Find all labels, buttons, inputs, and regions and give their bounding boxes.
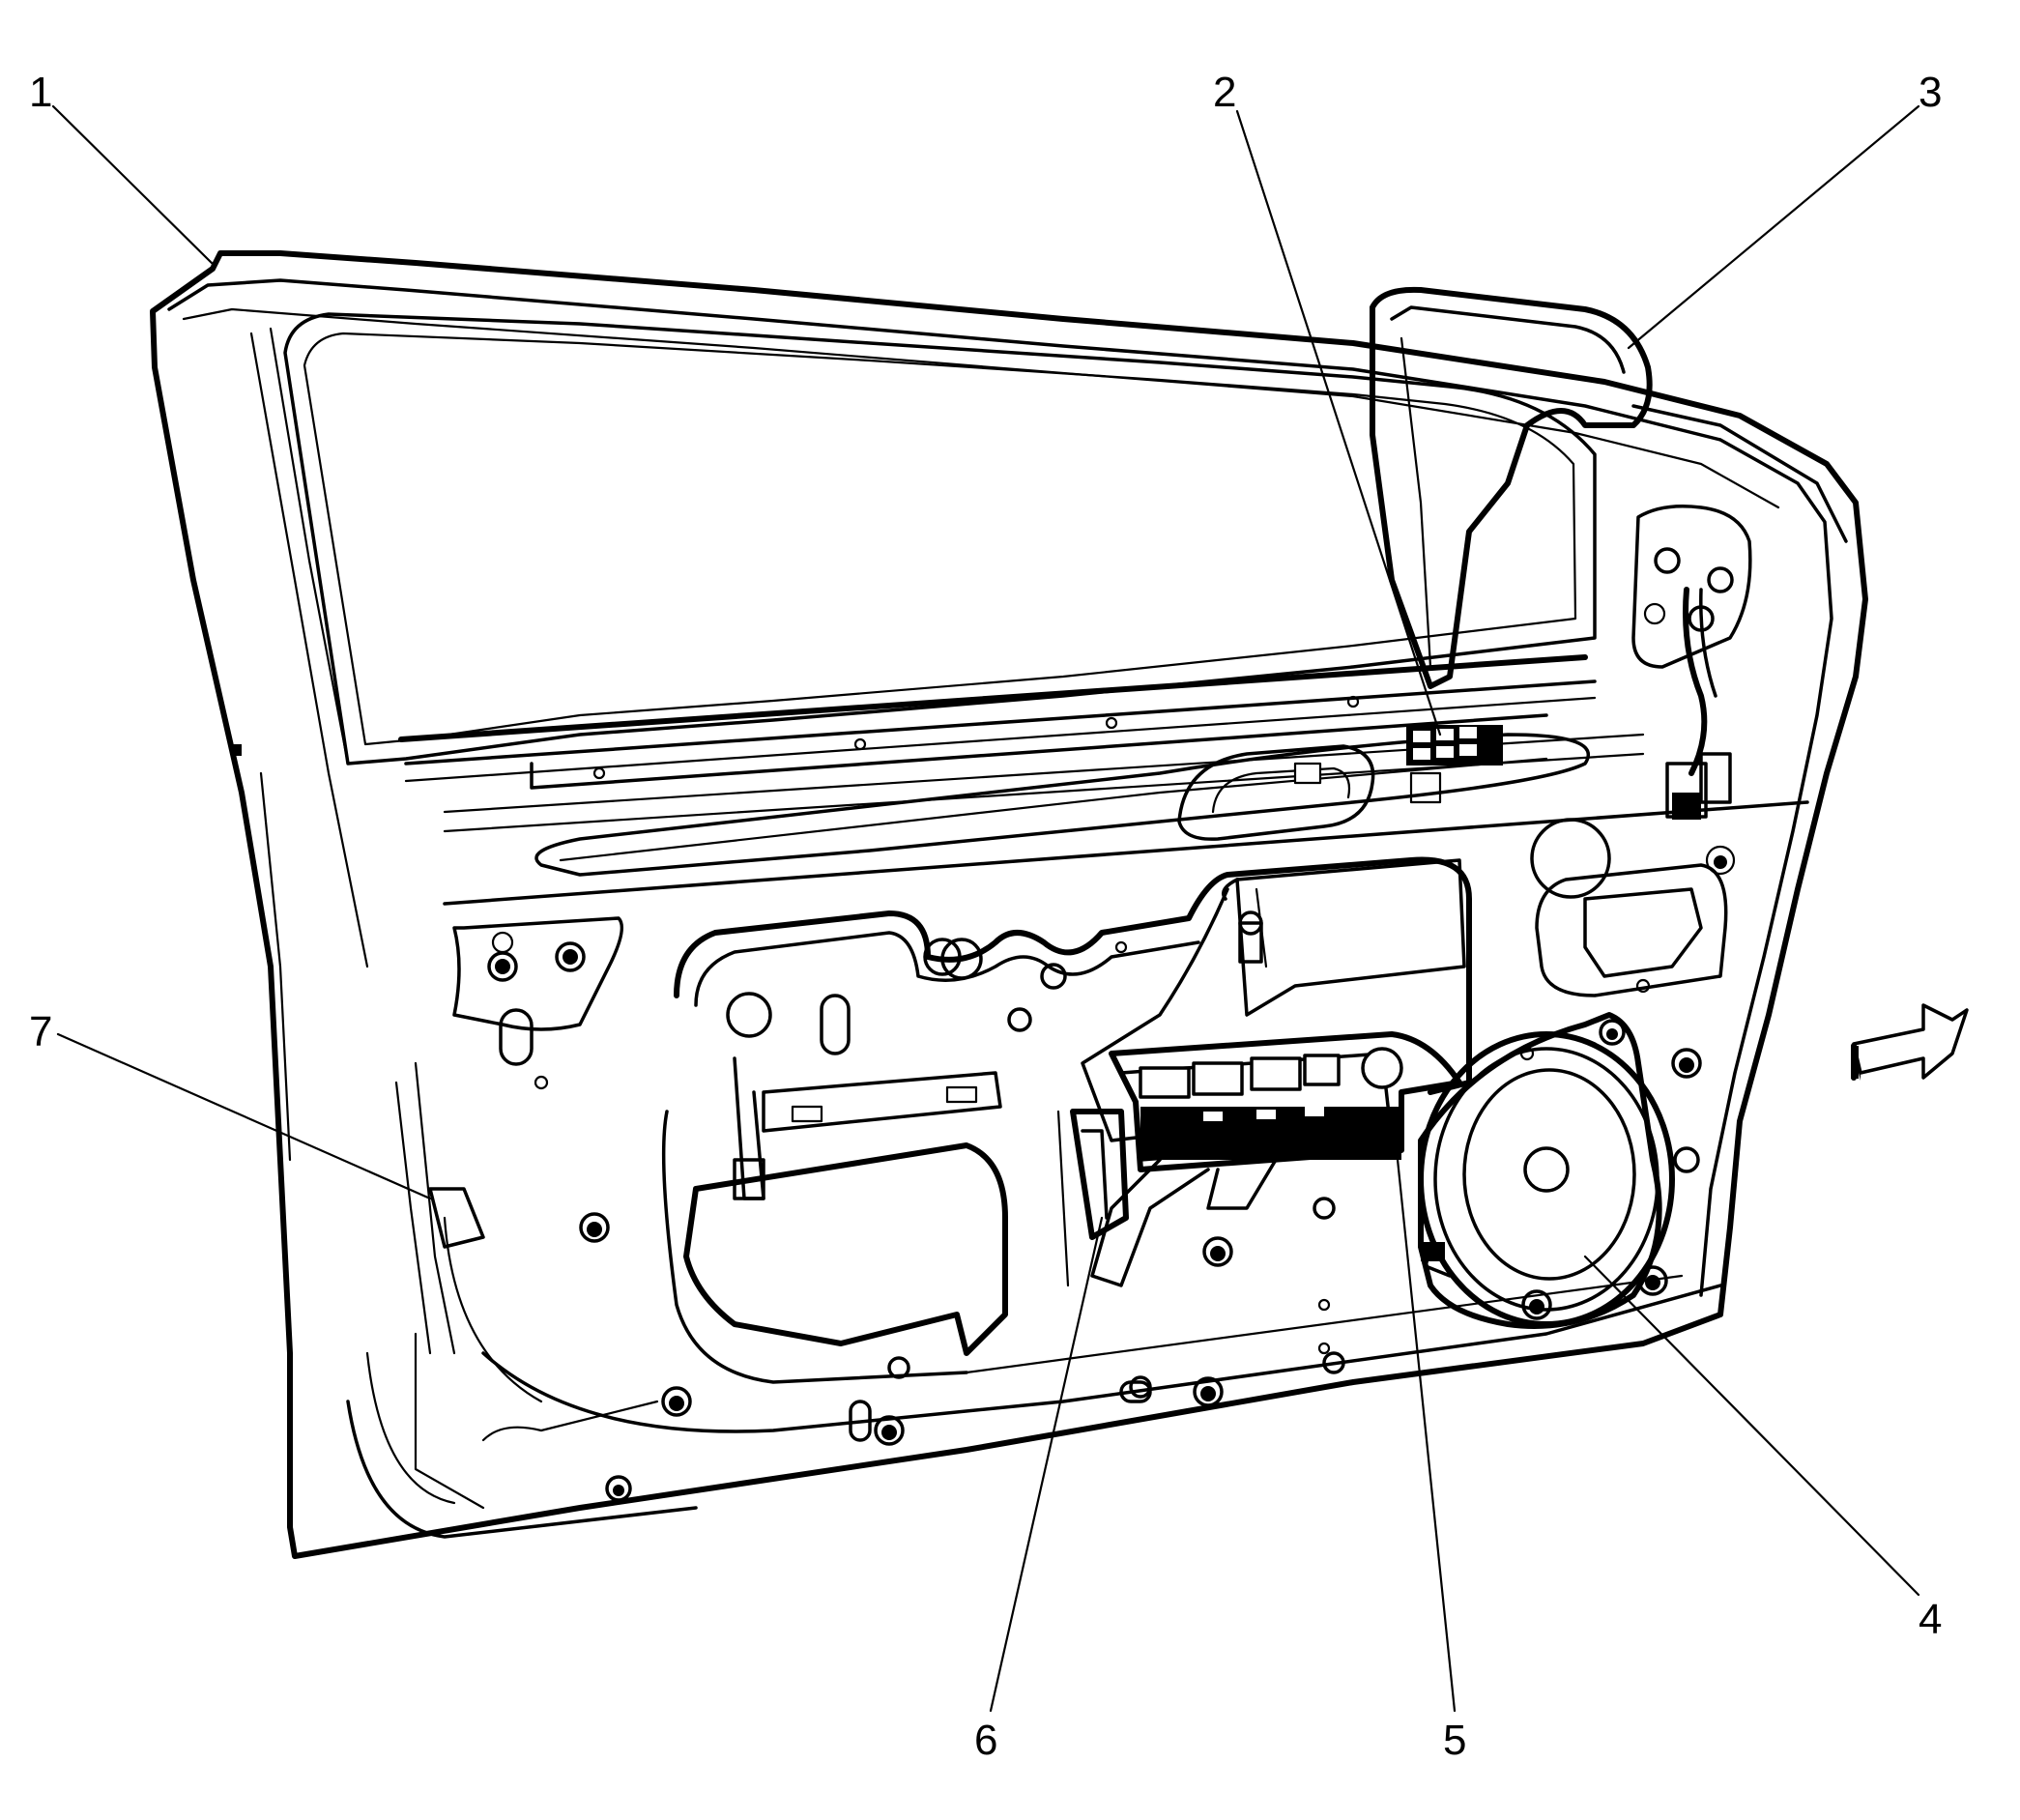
window-switch-small: [1406, 725, 1503, 804]
door-outer-frame: [150, 250, 1868, 1559]
leader-4: [1583, 1255, 1920, 1597]
leader-lines: [51, 104, 1920, 1713]
callout-3: 3: [1919, 69, 1942, 116]
window-switch-panel: [1090, 1031, 1462, 1287]
callout-4: 4: [1919, 1596, 1942, 1643]
wiring-connector: [1056, 1109, 1129, 1287]
callout-7: 7: [29, 1008, 52, 1055]
callout-labels: 1 2 3 4 5 6 7: [29, 69, 1942, 1764]
forward-arrow-icon: [1851, 1003, 1969, 1081]
callout-1: 1: [29, 69, 52, 116]
door-handle: [1177, 744, 1375, 841]
bracket: [733, 1056, 1002, 1200]
window-opening: [249, 312, 1597, 968]
regulator-module: [1081, 858, 1466, 1142]
outside-mirror: [1370, 286, 1848, 689]
wiring-harness: [1631, 505, 1752, 820]
armrest: [534, 725, 1591, 877]
leader-2: [1235, 109, 1442, 737]
callout-2: 2: [1213, 69, 1236, 116]
callout-5: 5: [1443, 1717, 1466, 1764]
switch-buttons: [1139, 1047, 1403, 1121]
leader-1: [51, 104, 216, 268]
belt-fasteners: [592, 695, 1360, 780]
leader-5: [1395, 1148, 1457, 1713]
hinge-side: [232, 744, 485, 1355]
callout-6: 6: [974, 1717, 997, 1764]
inner-panel: [443, 800, 1809, 1446]
panel-fasteners: [579, 940, 1702, 1446]
lower-door: [346, 1216, 1722, 1539]
leader-6: [989, 1216, 1104, 1713]
speaker: [1418, 1012, 1675, 1329]
leader-3: [1627, 104, 1920, 350]
leader-7: [56, 1032, 432, 1200]
